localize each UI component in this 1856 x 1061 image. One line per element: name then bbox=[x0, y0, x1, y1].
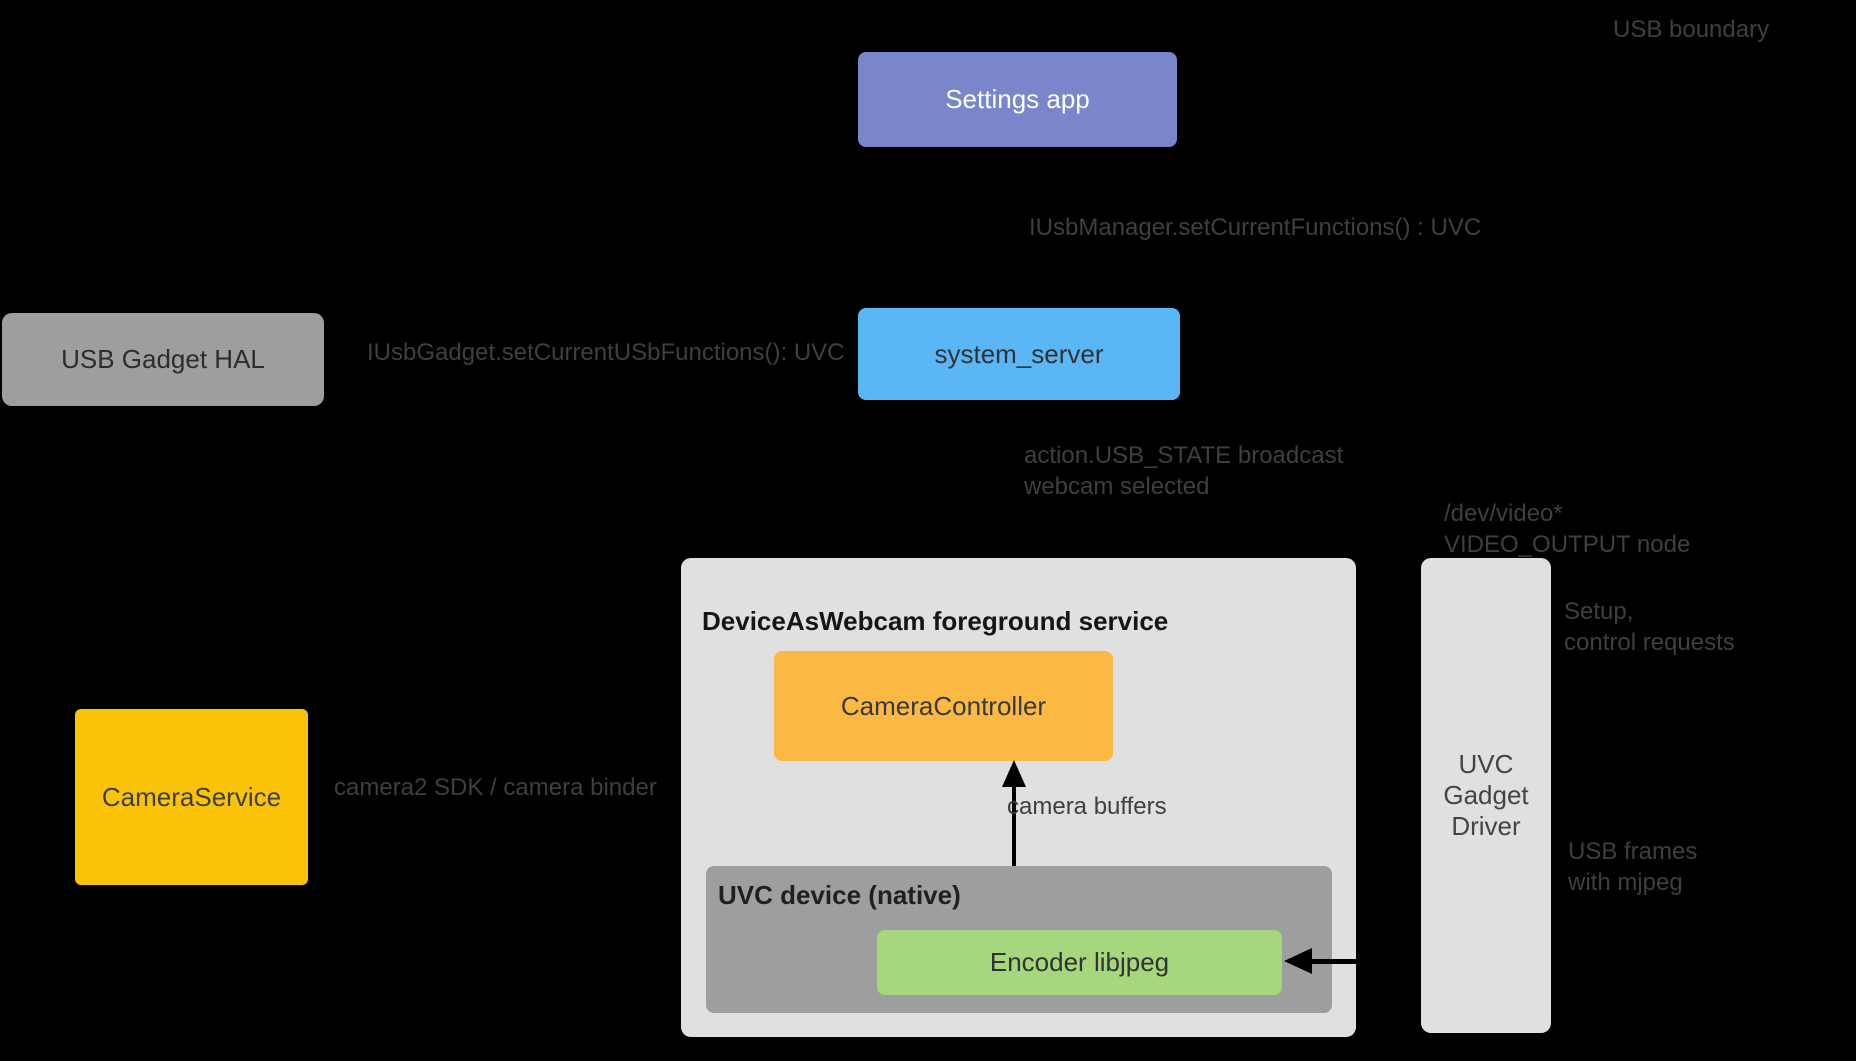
usb-frames-mjpeg-label: USB frames with mjpeg bbox=[1568, 838, 1698, 896]
camera-controller-node: CameraController bbox=[774, 651, 1113, 761]
iusbgadget-call-label: IUsbGadget.setCurrentUSbFunctions(): UVC bbox=[367, 339, 845, 366]
camera-service-label: CameraService bbox=[101, 781, 282, 812]
system-server-node: system_server bbox=[858, 308, 1180, 400]
camera-buffers-label: camera buffers bbox=[1007, 793, 1167, 820]
system-server-label: system_server bbox=[934, 338, 1104, 369]
iusbmanager-call-label: IUsbManager.setCurrentFunctions() : UVC bbox=[1029, 214, 1482, 241]
usb-gadget-hal-node: USB Gadget HAL bbox=[2, 313, 324, 406]
encoder-libjpeg-node: Encoder libjpeg bbox=[877, 930, 1282, 995]
foreground-service-title: DeviceAsWebcam foreground service bbox=[702, 606, 1169, 636]
foreground-service-group: DeviceAsWebcam foreground service Camera… bbox=[681, 558, 1356, 1037]
uvc-device-native-group: UVC device (native) Encoder libjpeg bbox=[706, 866, 1332, 1013]
uvc-device-native-title: UVC device (native) bbox=[718, 880, 961, 910]
camera2-sdk-label: camera2 SDK / camera binder bbox=[334, 774, 657, 801]
usb-state-broadcast-label: action.USB_STATE broadcast webcam select… bbox=[1024, 442, 1344, 500]
uvc-gadget-driver-label: UVC Gadget Driver bbox=[1443, 749, 1529, 841]
usb-gadget-hal-label: USB Gadget HAL bbox=[61, 344, 265, 374]
camera-buffers-arrowhead-up-icon bbox=[1002, 760, 1026, 787]
usb-frames-arrowhead-left-icon bbox=[1284, 948, 1312, 974]
camera-buffers-arrow-line bbox=[1012, 786, 1016, 906]
setup-control-requests-label: Setup, control requests bbox=[1564, 598, 1735, 656]
usb-frames-arrow-line bbox=[1308, 959, 1425, 964]
usb-boundary-label: USB boundary bbox=[1613, 16, 1770, 43]
dev-video-node-label: /dev/video* VIDEO_OUTPUT node bbox=[1444, 500, 1691, 558]
settings-app-node: Settings app bbox=[858, 52, 1177, 147]
camera-controller-label: CameraController bbox=[840, 690, 1047, 721]
settings-app-label: Settings app bbox=[945, 84, 1090, 114]
uvc-gadget-driver-node: UVC Gadget Driver bbox=[1421, 558, 1551, 1033]
camera-service-node: CameraService bbox=[75, 709, 308, 885]
encoder-libjpeg-label: Encoder libjpeg bbox=[989, 947, 1170, 977]
